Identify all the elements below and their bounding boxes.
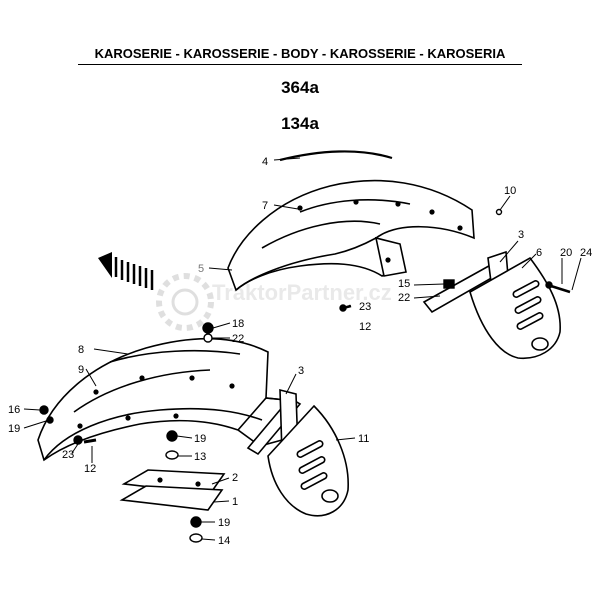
- callout-14: 15: [398, 278, 410, 290]
- callout-19-lower: 19: [218, 517, 230, 529]
- page-header: KAROSERIE - KAROSSERIE - BODY - KAROSSER…: [94, 46, 506, 61]
- callout-12-lower: 12: [84, 463, 96, 475]
- callout-23-lower: 23: [62, 449, 74, 461]
- support-plates: [119, 469, 226, 511]
- callout-20: 20: [560, 247, 572, 259]
- callout-3-lower: 3: [298, 365, 304, 377]
- callout-21: 22: [398, 292, 410, 304]
- callout-13-lower: 14: [218, 535, 230, 547]
- callout-19-upper: 19: [194, 433, 206, 445]
- hardware-lower: [39, 322, 214, 543]
- model-code-134a: 134a: [281, 114, 319, 133]
- front-direction-arrow: [98, 252, 154, 290]
- callout-1: 1: [232, 496, 238, 508]
- model-code-364a: 364a: [281, 78, 319, 97]
- callout-3-upper: 3: [518, 229, 524, 241]
- callout-24: 24: [580, 247, 592, 259]
- callout-labels: 4 7 5 10 3 6 20 24 15 22 23 12 18 22 8 9…: [8, 156, 592, 547]
- upper-bracket-and-mudflap: [422, 250, 561, 359]
- callout-4: 4: [262, 156, 268, 168]
- lower-fender: [37, 337, 287, 462]
- callout-9: 11: [358, 433, 369, 445]
- callout-18: 19: [8, 423, 20, 435]
- callout-13-upper: 13: [194, 451, 206, 463]
- callout-15: 16: [8, 404, 20, 416]
- upper-fender: [227, 179, 475, 292]
- callout-7: 9: [78, 364, 84, 376]
- callout-12-upper: 12: [359, 321, 371, 333]
- trim-strip-4: [279, 150, 393, 162]
- callout-2: 2: [232, 472, 238, 484]
- watermark: TraktorPartner.cz: [156, 273, 392, 331]
- header-rule: [78, 64, 522, 65]
- lower-bracket-and-mudflap: [246, 388, 349, 517]
- leader-lines: [23, 157, 582, 541]
- callout-6: 8: [78, 344, 84, 356]
- callout-10: 6: [536, 247, 542, 259]
- callout-8: 7: [262, 200, 268, 212]
- callout-16: 18: [232, 318, 244, 330]
- callout-11: 10: [504, 185, 516, 197]
- callout-22: 22: [232, 333, 244, 345]
- callout-23-upper: 23: [359, 301, 371, 313]
- callout-5: 5: [198, 263, 204, 275]
